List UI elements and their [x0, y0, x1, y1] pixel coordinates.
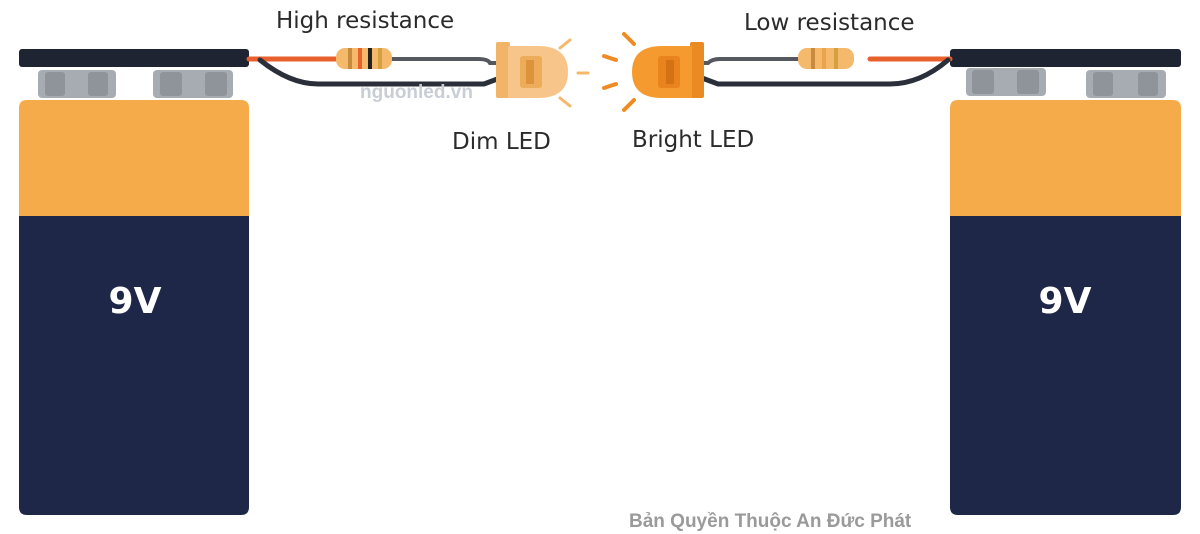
- left-battery-clip: [19, 49, 249, 67]
- left-battery-voltage: 9V: [108, 281, 162, 322]
- right-battery-body: [950, 216, 1181, 515]
- copyright-text: Bản Quyền Thuộc An Đức Phát: [629, 511, 912, 532]
- left-dark-wire: [257, 57, 503, 87]
- high-resistance-label: High resistance: [276, 8, 455, 34]
- right-battery-terminal-positive: [966, 68, 1046, 96]
- right-battery-clip: [950, 49, 1181, 67]
- right-battery-terminal-negative: [1086, 70, 1166, 98]
- bright-led-label: Bright LED: [632, 127, 755, 153]
- right-dark-wire: [699, 57, 951, 87]
- right-battery: [950, 49, 1181, 515]
- dim-led: [496, 42, 568, 98]
- left-battery-terminal-negative: [38, 70, 116, 98]
- watermark-text: nguonled.vn: [360, 82, 473, 103]
- right-battery-top: [950, 100, 1181, 216]
- dim-led-glow: [558, 38, 590, 108]
- bright-led-glow: [602, 32, 636, 112]
- high-resistance-resistor: [336, 48, 392, 69]
- bright-led: [632, 42, 704, 98]
- left-battery-terminal-positive: [153, 70, 233, 98]
- low-resistance-resistor: [798, 48, 854, 69]
- low-resistance-label: Low resistance: [744, 10, 915, 36]
- left-battery-body: [19, 216, 249, 515]
- left-battery: [19, 49, 249, 515]
- right-battery-voltage: 9V: [1038, 281, 1092, 322]
- left-battery-top: [19, 100, 249, 216]
- right-resistor-lead: [700, 57, 800, 65]
- left-resistor-lead: [390, 57, 500, 65]
- dim-led-label: Dim LED: [452, 129, 551, 155]
